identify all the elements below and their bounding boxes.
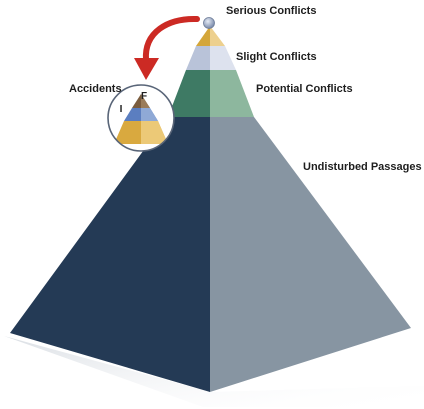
tier-potential-right-face: [210, 70, 254, 117]
label-undisturbed-passages: Undisturbed Passages: [303, 161, 422, 173]
tier-undisturbed-right-face: [210, 117, 411, 392]
arrow-head-icon: [134, 58, 159, 80]
apex-sphere-icon: [203, 17, 215, 29]
label-serious-conflicts: Serious Conflicts: [226, 5, 316, 17]
inset-label-i: I: [120, 104, 123, 115]
curved-arrow-icon: [142, 15, 200, 63]
label-potential-conflicts: Potential Conflicts: [256, 83, 353, 95]
label-slight-conflicts: Slight Conflicts: [236, 51, 317, 63]
inset-label-f: F: [141, 91, 147, 102]
tier-slight-left-face: [186, 46, 210, 70]
pyramid-floor-shadow: [4, 336, 424, 407]
tier-serious-left-face: [196, 26, 210, 46]
tier-undisturbed-left-face: [10, 117, 210, 392]
tier-slight-right-face: [210, 46, 236, 70]
tier-potential-left-face: [168, 70, 210, 117]
label-accidents: Accidents: [69, 83, 122, 95]
accidents-inset: F I: [107, 84, 175, 152]
tier-serious-right-face: [210, 26, 225, 46]
